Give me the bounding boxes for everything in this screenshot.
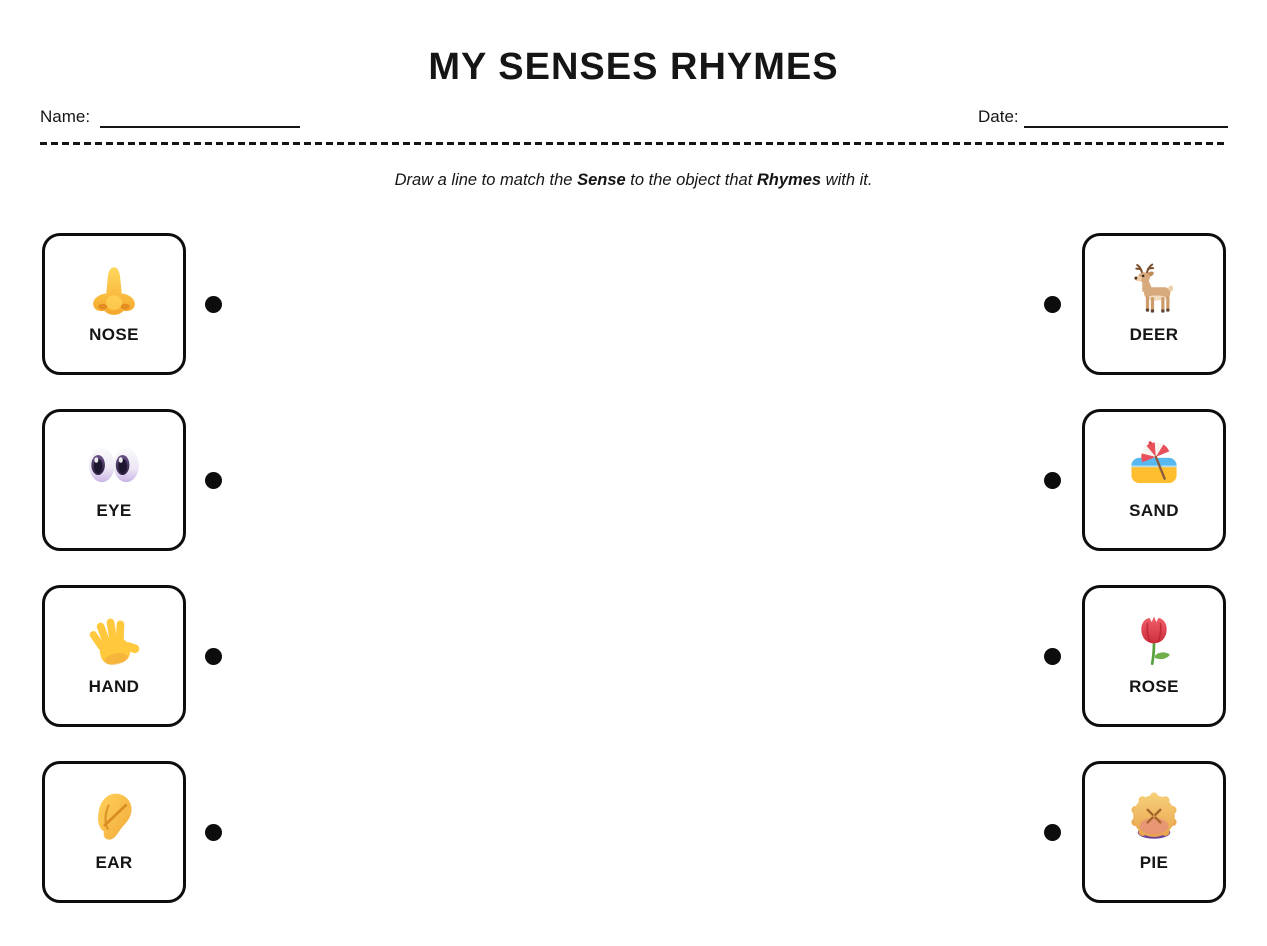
instruction-part2: to the object that	[625, 171, 757, 189]
card-hand[interactable]: HAND	[42, 585, 186, 727]
waving-hand-emoji-icon	[89, 618, 140, 665]
match-dot-pie[interactable]	[1044, 824, 1061, 841]
page-title: MY SENSES RHYMES	[428, 46, 839, 88]
card-label: HAND	[88, 677, 140, 696]
date-label: Date:	[978, 107, 1019, 126]
beach-with-umbrella-emoji-icon	[1131, 441, 1177, 484]
date-write-line[interactable]	[1024, 126, 1228, 128]
card-label: EYE	[96, 501, 132, 520]
card-label: SAND	[1129, 501, 1179, 520]
nose-emoji-icon	[93, 267, 135, 315]
eyes-emoji-icon	[89, 447, 139, 483]
instruction-part1: Draw a line to match the	[394, 171, 578, 189]
match-dot-sand[interactable]	[1044, 472, 1061, 489]
card-eye[interactable]: EYE	[42, 409, 186, 551]
rose-emoji-icon	[1141, 616, 1170, 666]
match-dot-rose[interactable]	[1044, 648, 1061, 665]
card-label: NOSE	[89, 325, 139, 344]
card-nose[interactable]: NOSE	[42, 233, 186, 375]
match-dot-hand[interactable]	[205, 648, 222, 665]
instruction-part3: with it.	[821, 171, 873, 189]
pie-emoji-icon	[1131, 792, 1177, 839]
instruction-bold-rhymes: Rhymes	[756, 171, 822, 189]
deer-emoji-icon	[1134, 263, 1174, 313]
card-label: DEER	[1129, 325, 1179, 344]
card-label: EAR	[95, 853, 133, 872]
instruction-bold-sense: Sense	[577, 171, 626, 189]
card-label: PIE	[1139, 853, 1169, 872]
ear-emoji-icon	[98, 793, 132, 840]
match-dot-ear[interactable]	[205, 824, 222, 841]
match-dot-eye[interactable]	[205, 472, 222, 489]
card-pie[interactable]: PIE	[1082, 761, 1226, 903]
dashed-divider	[40, 142, 1228, 145]
card-ear[interactable]: EAR	[42, 761, 186, 903]
instruction-text: Draw a line to match the Sense to the ob…	[0, 171, 1267, 190]
match-dot-nose[interactable]	[205, 296, 222, 313]
card-rose[interactable]: ROSE	[1082, 585, 1226, 727]
name-label: Name:	[40, 107, 91, 126]
card-deer[interactable]: DEER	[1082, 233, 1226, 375]
name-write-line[interactable]	[100, 126, 300, 128]
match-dot-deer[interactable]	[1044, 296, 1061, 313]
card-sand[interactable]: SAND	[1082, 409, 1226, 551]
card-label: ROSE	[1129, 677, 1179, 696]
